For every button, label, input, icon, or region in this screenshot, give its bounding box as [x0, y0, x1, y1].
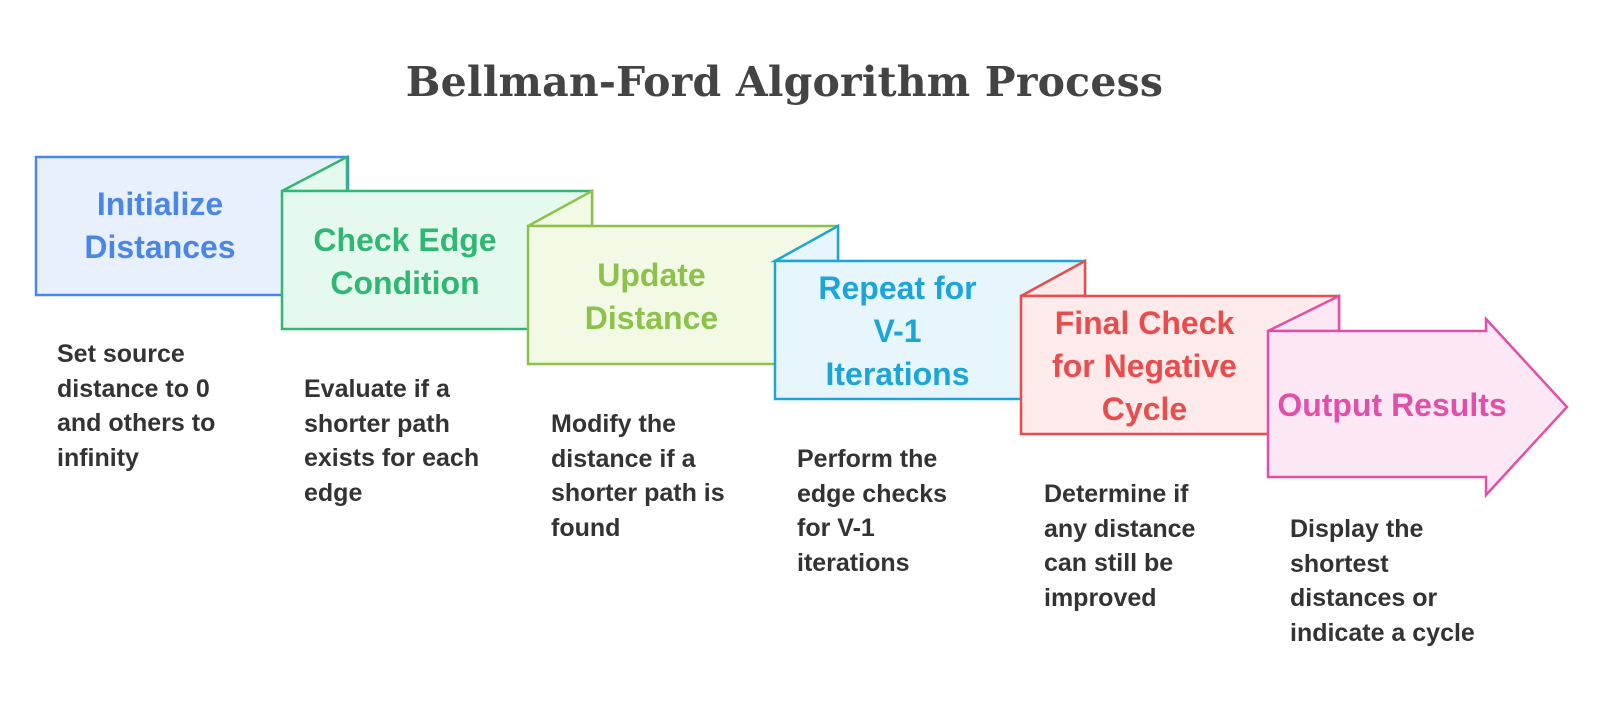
step-2-title: Check Edge Condition — [313, 222, 497, 301]
step-6-description: Display the shortest distances or indica… — [1290, 515, 1475, 647]
diagram-title: Bellman-Ford Algorithm Process — [405, 58, 1164, 106]
step-3-title: Update Distance — [584, 257, 719, 336]
step-1-description: Set source distance to 0 and others to i… — [57, 340, 216, 472]
step-4-title: Repeat for V-1 Iterations — [818, 270, 977, 392]
step-5-title: Final Check for Negative Cycle — [1052, 305, 1237, 427]
step-3-description: Modify the distance if a shorter path is… — [551, 410, 725, 542]
step-2-description: Evaluate if a shorter path exists for ea… — [304, 375, 480, 507]
step-6-title: Output Results — [1277, 387, 1507, 423]
step-4-description: Perform the edge checks for V-1 iteratio… — [797, 445, 948, 577]
step-6-arrow — [1266, 315, 1569, 499]
step-5-description: Determine if any distance can still be i… — [1044, 480, 1196, 612]
step-1-title: Initialize Distances — [84, 186, 236, 265]
